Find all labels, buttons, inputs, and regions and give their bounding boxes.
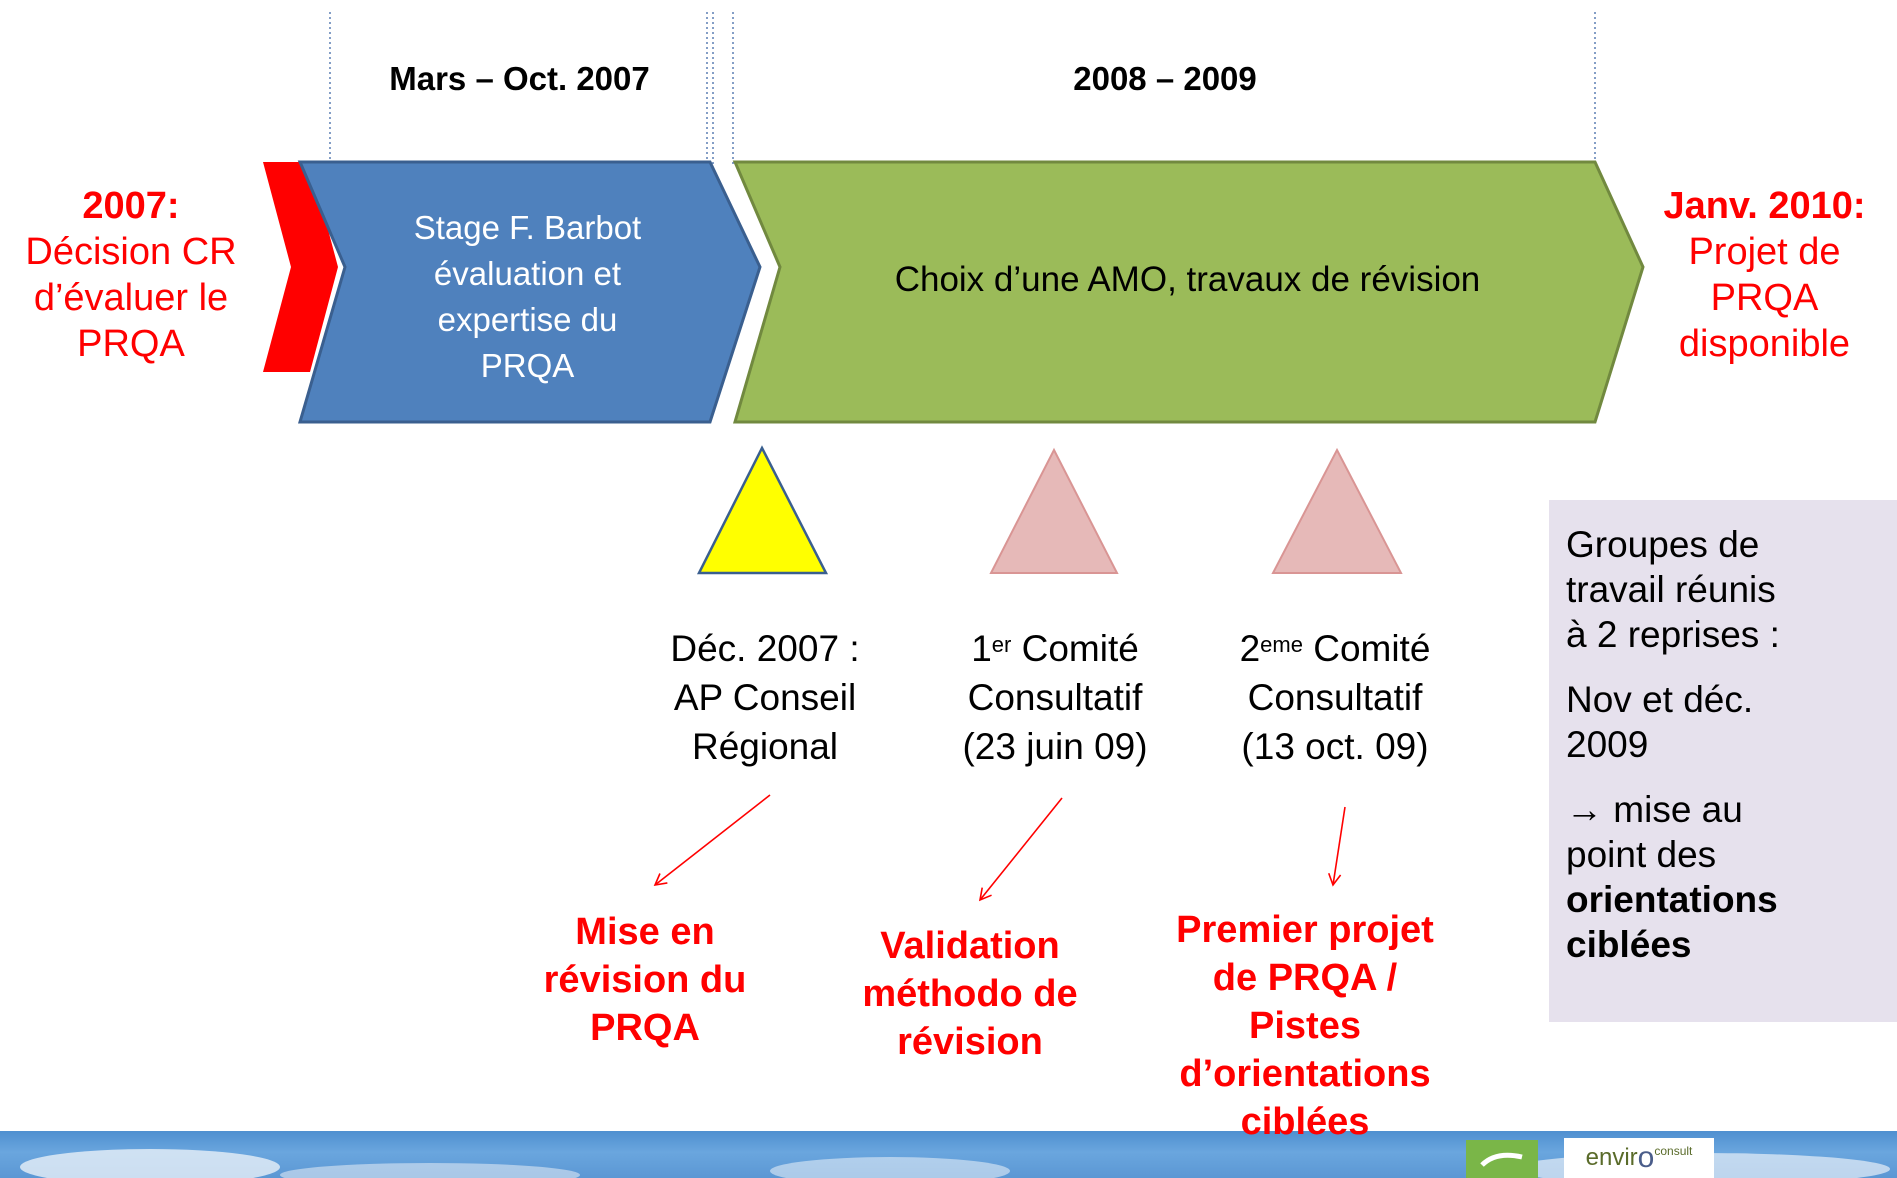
end-label: Janv. 2010: Projet de PRQA disponible xyxy=(1632,183,1897,367)
connector-arrow-1 xyxy=(653,794,771,887)
milestone-2-line-2: Consultatif xyxy=(967,677,1143,718)
groups-line-8: orientations xyxy=(1566,879,1778,920)
period-label-2: 2008 – 2009 xyxy=(1073,60,1257,97)
milestone-2-ordinal: 1 xyxy=(971,628,992,669)
milestone-3-ordinal: 2 xyxy=(1239,628,1261,669)
phase1-text: Stage F. Barbot évaluation et expertise … xyxy=(345,205,710,389)
milestone-3-line-3: (13 oct. 09) xyxy=(1241,726,1429,767)
region-logo xyxy=(1466,1140,1538,1178)
start-label: 2007: Décision CR d’évaluer le PRQA xyxy=(0,183,262,367)
envirconsult-logo-text: envir xyxy=(1585,1144,1638,1171)
milestone-2: 1er Comité Consultatif (23 juin 09) xyxy=(920,624,1190,771)
outcome-1-line-2: révision du xyxy=(543,959,747,1001)
milestone-triangle-1 xyxy=(696,445,829,575)
start-line-3: PRQA xyxy=(77,323,185,365)
milestone-triangle-2 xyxy=(989,447,1119,574)
outcome-2-line-3: révision xyxy=(897,1021,1043,1063)
milestone-3-ordinal-suffix: eme xyxy=(1260,632,1303,657)
start-line-1: Décision CR xyxy=(25,231,237,273)
milestone-1-line-3: Régional xyxy=(691,726,839,767)
period-label-1: Mars – Oct. 2007 xyxy=(389,60,650,97)
envirconsult-logo-sub: consult xyxy=(1654,1144,1693,1158)
cloud-2 xyxy=(280,1163,580,1178)
start-chevron xyxy=(263,162,338,372)
milestone-1: Déc. 2007 : AP Conseil Régional xyxy=(630,624,900,771)
phase1-line-2: évaluation et xyxy=(433,255,622,292)
groups-line-4: Nov et déc. xyxy=(1566,679,1754,720)
end-line-1: Projet de xyxy=(1688,231,1841,273)
groups-line-5: 2009 xyxy=(1566,724,1649,765)
cloud-3 xyxy=(770,1157,1010,1178)
milestone-3-word: Comité xyxy=(1302,628,1431,669)
milestone-2-line-3: (23 juin 09) xyxy=(962,726,1148,767)
milestone-3-line-1: 2eme Comité xyxy=(1200,624,1470,673)
outcome-1-line-3: PRQA xyxy=(590,1007,700,1049)
groups-line-9: ciblées xyxy=(1566,924,1692,965)
phase1-line-4: PRQA xyxy=(480,347,575,384)
outcome-1-line-1: Mise en xyxy=(575,911,715,953)
groups-line-7: point des xyxy=(1566,834,1717,875)
outcome-3-line-1: Premier projet xyxy=(1176,909,1434,951)
outcome-3-line-2: de PRQA / xyxy=(1212,957,1398,999)
outcome-3-line-3: Pistes xyxy=(1249,1005,1361,1047)
phase1-line-3: expertise du xyxy=(437,301,618,338)
region-logo-icon xyxy=(1480,1152,1523,1167)
milestone-2-ordinal-suffix: er xyxy=(991,632,1012,657)
outcome-3-line-5: ciblées xyxy=(1240,1101,1370,1143)
milestone-1-line-1: Déc. 2007 : xyxy=(670,628,860,669)
outcome-3: Premier projet de PRQA / Pistes d’orient… xyxy=(1150,906,1460,1146)
phase1-line-1: Stage F. Barbot xyxy=(413,209,642,246)
milestone-2-line-1: 1er Comité xyxy=(920,624,1190,673)
connector-arrow-3 xyxy=(1327,806,1346,887)
phase2-arrow xyxy=(732,160,1645,424)
start-line-2: d’évaluer le xyxy=(33,277,229,319)
working-groups-box: Groupes de travail réunis à 2 reprises :… xyxy=(1549,500,1897,1022)
end-line-3: disponible xyxy=(1678,323,1851,365)
cloud-1 xyxy=(20,1149,280,1178)
groups-line-6: → mise au xyxy=(1566,789,1743,830)
end-line-2: PRQA xyxy=(1710,277,1819,319)
start-year: 2007: xyxy=(82,185,180,227)
milestone-graphics xyxy=(653,445,1403,902)
outcome-2-line-2: méthodo de xyxy=(862,973,1078,1015)
groups-gap-2 xyxy=(1566,767,1897,787)
groups-line-2: travail réunis xyxy=(1566,569,1776,610)
milestone-1-line-2: AP Conseil xyxy=(673,677,857,718)
end-year: Janv. 2010: xyxy=(1663,185,1866,227)
outcome-3-line-4: d’orientations xyxy=(1179,1053,1431,1095)
outcome-2-line-1: Validation xyxy=(880,925,1060,967)
outcome-1: Mise en révision du PRQA xyxy=(510,908,780,1052)
milestone-3: 2eme Comité Consultatif (13 oct. 09) xyxy=(1200,624,1470,771)
milestone-2-word: Comité xyxy=(1011,628,1139,669)
groups-line-3: à 2 reprises : xyxy=(1566,614,1780,655)
milestone-3-line-2: Consultatif xyxy=(1247,677,1423,718)
connector-arrow-2 xyxy=(978,797,1063,902)
envirconsult-logo-o-icon: o xyxy=(1637,1141,1655,1174)
outcome-2: Validation méthodo de révision xyxy=(835,922,1105,1066)
phase2-text: Choix d’une AMO, travaux de révision xyxy=(894,260,1481,299)
period-dividers xyxy=(329,12,1596,165)
groups-line-1: Groupes de xyxy=(1566,524,1760,565)
milestone-triangle-3 xyxy=(1271,447,1403,574)
timeline-arrows xyxy=(263,160,1645,424)
phase1-arrow xyxy=(297,160,762,424)
groups-gap-1 xyxy=(1566,657,1897,677)
